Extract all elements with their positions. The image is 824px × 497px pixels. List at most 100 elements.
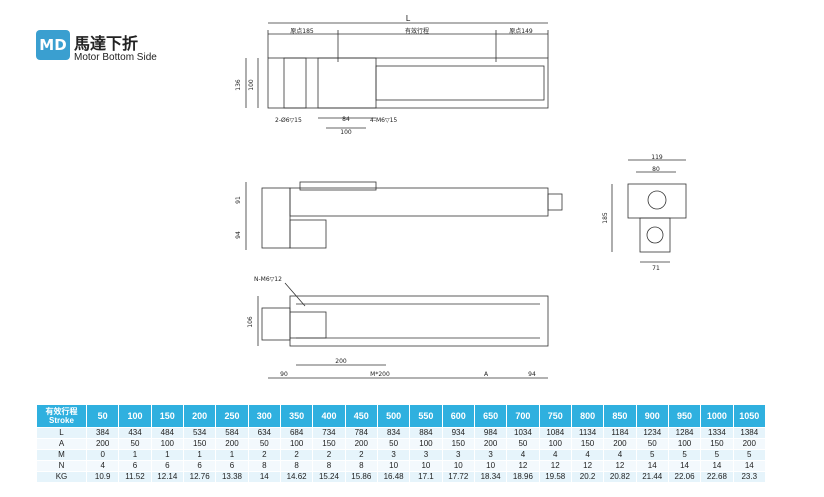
table-cell: 200 xyxy=(732,438,767,450)
table-cell: 534 xyxy=(182,427,217,439)
stroke-header-150: 150 xyxy=(150,404,184,428)
table-cell: 4 xyxy=(85,460,120,472)
dim-71: 71 xyxy=(652,265,660,272)
table-cell: 200 xyxy=(603,438,637,450)
table-cell: 4 xyxy=(506,449,540,461)
stroke-header-1000: 1000 xyxy=(700,404,734,428)
table-cell: 8 xyxy=(344,460,378,472)
table-cell: 6 xyxy=(150,460,184,472)
stroke-header-700: 700 xyxy=(506,404,540,428)
table-cell: 12.76 xyxy=(182,471,217,483)
table-cell: 23.3 xyxy=(732,471,767,483)
dim-stroke: 有效行程 xyxy=(405,27,429,35)
nhole-label: N-M6▽12 xyxy=(254,276,282,283)
table-cell: 200 xyxy=(215,438,249,450)
table-cell: 5 xyxy=(732,449,767,461)
dim-84: 84 xyxy=(342,116,350,123)
table-cell: 13.38 xyxy=(215,471,249,483)
table-cell: 1334 xyxy=(700,427,734,439)
stroke-header-300: 300 xyxy=(247,404,281,428)
table-cell: 2 xyxy=(312,449,346,461)
table-cell: 17.72 xyxy=(441,471,475,483)
top-view: L 原点185 有效行程 原点149 136 100 84 100 2-Ø6▽1… xyxy=(235,14,549,136)
table-cell: 22.68 xyxy=(700,471,734,483)
table-cell: 12 xyxy=(506,460,540,472)
table-cell: 6 xyxy=(182,460,217,472)
stroke-header-600: 600 xyxy=(441,404,475,428)
stroke-header-850: 850 xyxy=(603,404,637,428)
stroke-label-cn: 有效行程 xyxy=(45,407,78,416)
table-cell: 50 xyxy=(118,438,152,450)
table-cell: 984 xyxy=(473,427,508,439)
row-label: A xyxy=(36,438,87,450)
table-cell: 14 xyxy=(667,460,702,472)
table-cell: 734 xyxy=(312,427,346,439)
table-cell: 434 xyxy=(118,427,152,439)
side-body xyxy=(289,187,549,217)
table-cell: 5 xyxy=(667,449,702,461)
row-label: L xyxy=(36,427,87,439)
table-cell: 20.2 xyxy=(570,471,605,483)
table-cell: 3 xyxy=(473,449,508,461)
table-cell: 4 xyxy=(570,449,605,461)
side-endcap xyxy=(547,193,563,211)
hole-label-right: 4-M6▽15 xyxy=(370,117,397,124)
dim-185: 185 xyxy=(602,212,609,224)
side-gearbox xyxy=(289,219,327,249)
row-label: KG xyxy=(36,471,87,483)
table-cell: 22.06 xyxy=(667,471,702,483)
table-cell: 584 xyxy=(215,427,249,439)
table-cell: 14 xyxy=(247,471,281,483)
table-cell: 5 xyxy=(700,449,734,461)
stroke-header-750: 750 xyxy=(538,404,572,428)
stroke-label-en: Stroke xyxy=(49,416,74,425)
stroke-header-100: 100 xyxy=(118,404,152,428)
table-cell: 0 xyxy=(85,449,120,461)
dim-94: 94 xyxy=(235,231,242,239)
bottom-motor xyxy=(261,307,291,341)
table-cell: 14 xyxy=(700,460,734,472)
table-cell: 150 xyxy=(570,438,605,450)
stroke-header-500: 500 xyxy=(376,404,411,428)
stroke-header-250: 250 xyxy=(215,404,249,428)
table-cell: 684 xyxy=(279,427,314,439)
table-cell: 100 xyxy=(409,438,443,450)
table-cell: 3 xyxy=(376,449,411,461)
stroke-header-550: 550 xyxy=(409,404,443,428)
stroke-header-200: 200 xyxy=(182,404,217,428)
dim-m200: M*200 xyxy=(370,371,390,378)
hole-label-left: 2-Ø6▽15 xyxy=(275,117,302,124)
table-cell: 4 xyxy=(538,449,572,461)
table-cell: 50 xyxy=(506,438,540,450)
table-cell: 10.9 xyxy=(85,471,120,483)
technical-drawing: L 原点185 有效行程 原点149 136 100 84 100 2-Ø6▽1… xyxy=(235,14,687,379)
side-view: 91 94 xyxy=(235,181,563,250)
table-cell: 15.86 xyxy=(344,471,378,483)
leader-line xyxy=(284,282,306,307)
table-cell: 8 xyxy=(279,460,314,472)
table-cell: 2 xyxy=(344,449,378,461)
top-motor xyxy=(283,57,307,109)
table-cell: 14.62 xyxy=(279,471,314,483)
table-cell: 150 xyxy=(182,438,217,450)
table-cell: 8 xyxy=(247,460,281,472)
table-cell: 1184 xyxy=(603,427,637,439)
dim-A: A xyxy=(484,371,489,378)
table-cell: 1284 xyxy=(667,427,702,439)
table-cell: 50 xyxy=(635,438,669,450)
table-cell: 14 xyxy=(635,460,669,472)
md-badge: MD xyxy=(36,30,70,60)
dim-origin-149: 原点149 xyxy=(509,27,533,35)
table-cell: 150 xyxy=(312,438,346,450)
table-cell: 1 xyxy=(215,449,249,461)
table-cell: 15.24 xyxy=(312,471,346,483)
stroke-header-400: 400 xyxy=(312,404,346,428)
top-body xyxy=(267,57,549,109)
table-cell: 18.34 xyxy=(473,471,508,483)
